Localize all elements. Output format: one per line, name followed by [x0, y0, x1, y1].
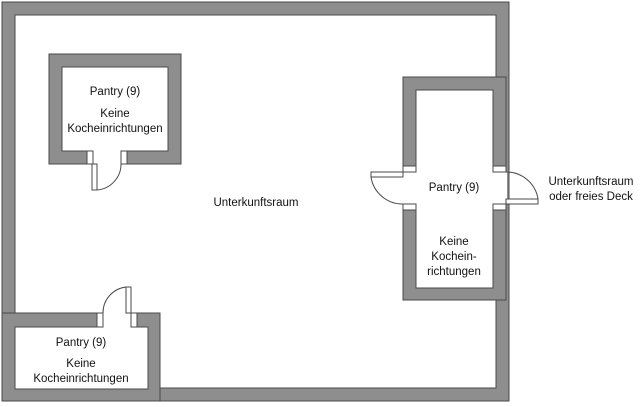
pantry-note: Keine	[100, 108, 129, 120]
pantry-bottom-left: Pantry (9) Keine Kocheinrichtungen	[1, 286, 161, 402]
door-leaf	[91, 163, 98, 191]
door-leaf-left	[370, 171, 404, 178]
pantry-note: Kochein-	[431, 251, 477, 263]
door-leaf	[125, 286, 132, 314]
door-leaf-right	[505, 198, 539, 205]
pantry-note: Kocheinrichtungen	[67, 123, 162, 135]
outside-label: Unterkunftsraum	[548, 176, 633, 188]
main-room-label: Unterkunftsraum	[213, 197, 298, 209]
pantry-title: Pantry (9)	[56, 337, 107, 349]
pantry-title: Pantry (9)	[429, 182, 480, 194]
outside-label: oder freies Deck	[549, 191, 633, 203]
pantry-note: richtungen	[427, 266, 481, 278]
pantry-title: Pantry (9)	[90, 86, 141, 98]
pantry-right: Pantry (9) Keine Kochein- richtungen	[370, 76, 539, 301]
pantry-note: Keine	[66, 358, 95, 370]
pantry-note: Kocheinrichtungen	[33, 373, 128, 385]
pantry-top-left: Pantry (9) Keine Kocheinrichtungen	[48, 53, 182, 191]
pantry-note: Keine	[439, 236, 468, 248]
